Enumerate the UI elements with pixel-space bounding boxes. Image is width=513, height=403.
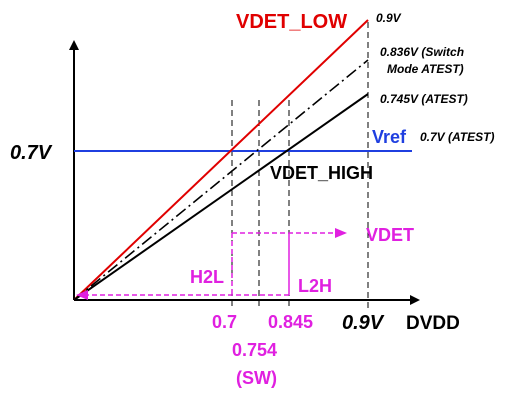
vdet-low-line xyxy=(73,19,369,301)
x-tick-sw: (SW) xyxy=(236,368,277,388)
x-tick-0-7: 0.7 xyxy=(212,312,237,332)
end-label-0-745: 0.745V (ATEST) xyxy=(380,92,468,106)
x-axis-label: DVDD xyxy=(406,313,460,334)
switch-mode-line xyxy=(73,59,369,301)
vdet-label: VDET xyxy=(366,225,414,245)
x-tick-0-845: 0.845 xyxy=(268,312,313,332)
vdet-high-label: VDET_HIGH xyxy=(270,163,373,183)
vdet-high-line xyxy=(73,93,369,301)
l2h-label: L2H xyxy=(298,276,332,296)
end-label-0-836-line1: 0.836V (Switch xyxy=(380,45,464,59)
vref-label: Vref xyxy=(372,127,407,147)
x-tick-0-754: 0.754 xyxy=(232,340,277,360)
h2l-label: H2L xyxy=(190,267,224,287)
vref-note: 0.7V (ATEST) xyxy=(420,130,494,144)
end-label-0-9: 0.9V xyxy=(376,11,402,25)
x-tick-0-9: 0.9V xyxy=(342,312,385,334)
y-tick-label: 0.7V xyxy=(10,142,53,164)
end-label-0-836-line2: Mode ATEST) xyxy=(387,62,464,76)
vdet-low-label: VDET_LOW xyxy=(236,11,347,33)
